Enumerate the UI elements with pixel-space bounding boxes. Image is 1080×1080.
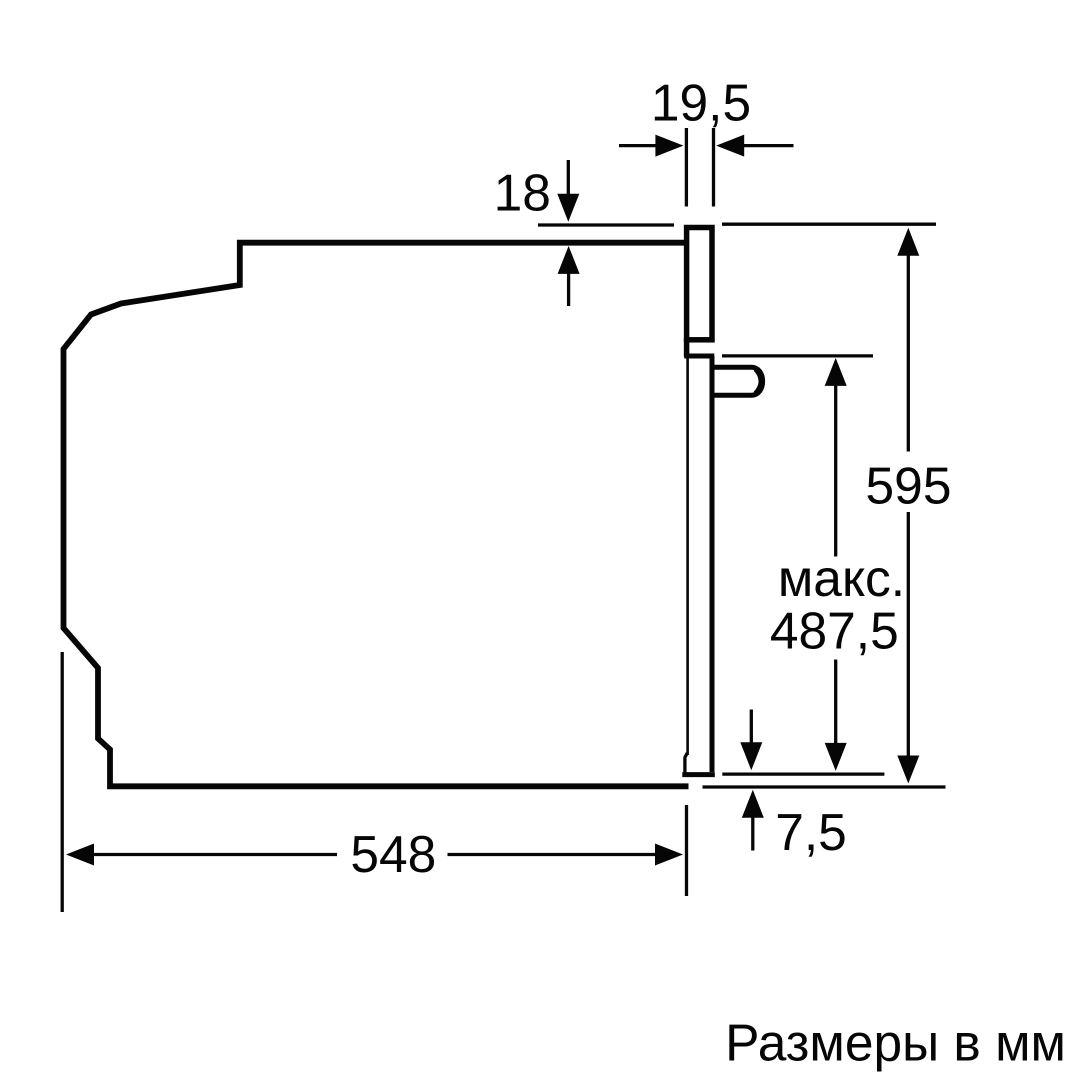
svg-text:Размеры в мм: Размеры в мм xyxy=(725,1014,1066,1072)
svg-text:548: 548 xyxy=(350,825,436,883)
svg-text:макс.: макс. xyxy=(778,549,905,607)
svg-text:18: 18 xyxy=(494,164,551,222)
svg-text:7,5: 7,5 xyxy=(775,803,847,861)
svg-text:487,5: 487,5 xyxy=(770,601,899,659)
svg-text:595: 595 xyxy=(866,456,952,514)
svg-text:19,5: 19,5 xyxy=(651,74,751,132)
